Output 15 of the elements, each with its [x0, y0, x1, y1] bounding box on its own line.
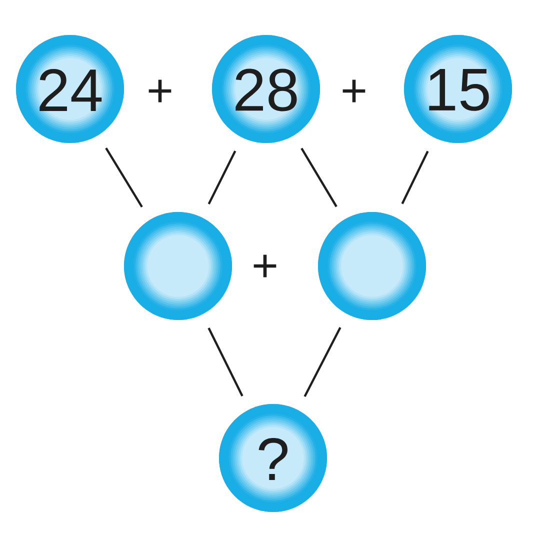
- connector-line: [300, 148, 338, 208]
- connector-line: [304, 327, 342, 397]
- connector-line: [208, 328, 244, 396]
- number-label: 24: [40, 69, 102, 111]
- plus-sign: +: [342, 80, 366, 102]
- question-mark: ?: [258, 438, 288, 480]
- circle: [318, 212, 426, 320]
- plus-sign: +: [254, 254, 276, 278]
- connector-line: [105, 148, 143, 208]
- number-label: 15: [429, 69, 489, 111]
- circle: [124, 212, 232, 320]
- plus-sign: +: [148, 80, 172, 102]
- connector-line: [208, 150, 236, 205]
- number-label: 28: [236, 68, 297, 112]
- connector-line: [401, 150, 429, 204]
